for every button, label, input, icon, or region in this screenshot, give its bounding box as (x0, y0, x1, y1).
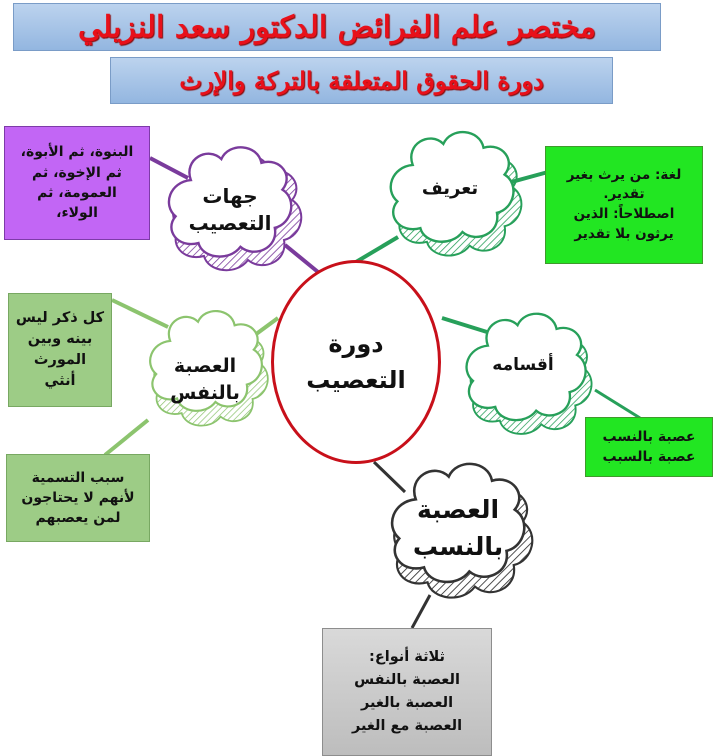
note-binafs-def-line2: بينه وبين (27, 330, 93, 347)
node-tarif-line1: تعريف (421, 177, 479, 199)
note-binafs-reason-line1: سبب التسمية (31, 469, 125, 486)
note-binafs-reason-line3: لمن يعصبهم (35, 510, 121, 527)
note-binafs-reason: سبب التسمية لأنهم لا يحتاجون لمن يعصبهم (6, 454, 150, 542)
note-tarif: لغة: من يرث بغير تقدير. اصطلاحاً: الذين … (545, 146, 703, 264)
node-binafs-line2: بالنفس (170, 382, 240, 404)
subtitle-banner: دورة الحقوق المتعلقة بالتركة والإرث (110, 57, 613, 104)
node-aqsam-label: أقسامه (468, 347, 578, 383)
note-jihat-line3: العمومة، ثم (37, 185, 117, 201)
center-label-line1: دورة (328, 330, 384, 358)
note-binafs-def-line3: المورث (33, 352, 87, 368)
note-tarif-line1: لغة: من يرث بغير (566, 166, 682, 183)
connector-jihat-center (283, 243, 320, 274)
note-jihat-line1: البنوة، ثم الأبوة، (20, 144, 134, 161)
connector-binafs-note-top (111, 298, 169, 329)
title-banner: مختصر علم الفرائض الدكتور سعد النزيلي (13, 3, 661, 51)
note-binasab-line3: العصبة بالغير (360, 695, 454, 711)
node-binasab-line2: بالنسب (412, 532, 504, 561)
connector-binafs-note-bottom (103, 418, 150, 457)
note-binasab-line4: العصبة مع الغير (351, 718, 463, 735)
connector-aqsam-center (441, 316, 488, 334)
center-label-line2: التعصيب (306, 366, 406, 394)
node-binasab-line1: العصبة (416, 494, 500, 524)
connector-tarif-center (354, 235, 400, 264)
node-jihat-label: جهات التعصيب (175, 175, 285, 245)
node-jihat-line2: التعصيب (188, 211, 272, 235)
note-tarif-line2: تقدير. (603, 186, 645, 203)
connector-aqsam-note (594, 388, 641, 420)
note-binafs-def-line1: كل ذكر ليس (15, 309, 105, 326)
note-binasab: ثلاثة أنواع: العصبة بالنفس العصبة بالغير… (322, 628, 492, 756)
page-title: مختصر علم الفرائض الدكتور سعد النزيلي (78, 9, 596, 45)
node-binafs-line1: العصبة (173, 355, 237, 378)
note-aqsam-line2: عصبة بالسبب (602, 449, 696, 465)
connector-binasab-center (372, 460, 407, 494)
page-subtitle: دورة الحقوق المتعلقة بالتركة والإرث (179, 66, 544, 95)
note-aqsam: عصبة بالنسب عصبة بالسبب (585, 417, 713, 477)
note-binasab-line1: ثلاثة أنواع: (369, 648, 445, 665)
note-jihat-line2: ثم الإخوة، ثم (32, 164, 122, 181)
note-tarif-line3: اصطلاحاً: الذين (573, 206, 675, 222)
connector-jihat-note (149, 156, 189, 180)
node-jihat-line1: جهات (202, 184, 258, 208)
note-aqsam-line1: عصبة بالنسب (602, 428, 696, 445)
note-binafs-reason-line2: لأنهم لا يحتاجون (21, 489, 135, 506)
note-binasab-line2: العصبة بالنفس (354, 671, 460, 688)
node-tarif-label: تعريف (395, 170, 505, 206)
node-binasab-label: العصبة بالنسب (395, 488, 521, 568)
center-node: دورة التعصيب (271, 260, 441, 464)
connector-binasab-note (410, 594, 432, 629)
note-jihat-line4: الولاء، (56, 205, 98, 222)
note-jihat: البنوة، ثم الأبوة، ثم الإخوة، ثم العمومة… (4, 126, 150, 240)
note-binafs-definition: كل ذكر ليس بينه وبين المورث أنثي (8, 293, 112, 407)
node-aqsam-line1: أقسامه (492, 355, 554, 375)
node-binafs-label: العصبة بالنفس (150, 340, 260, 420)
note-binafs-def-line4: أنثي (44, 373, 76, 390)
note-tarif-line4: يرثون بلا تقدير (574, 225, 674, 242)
